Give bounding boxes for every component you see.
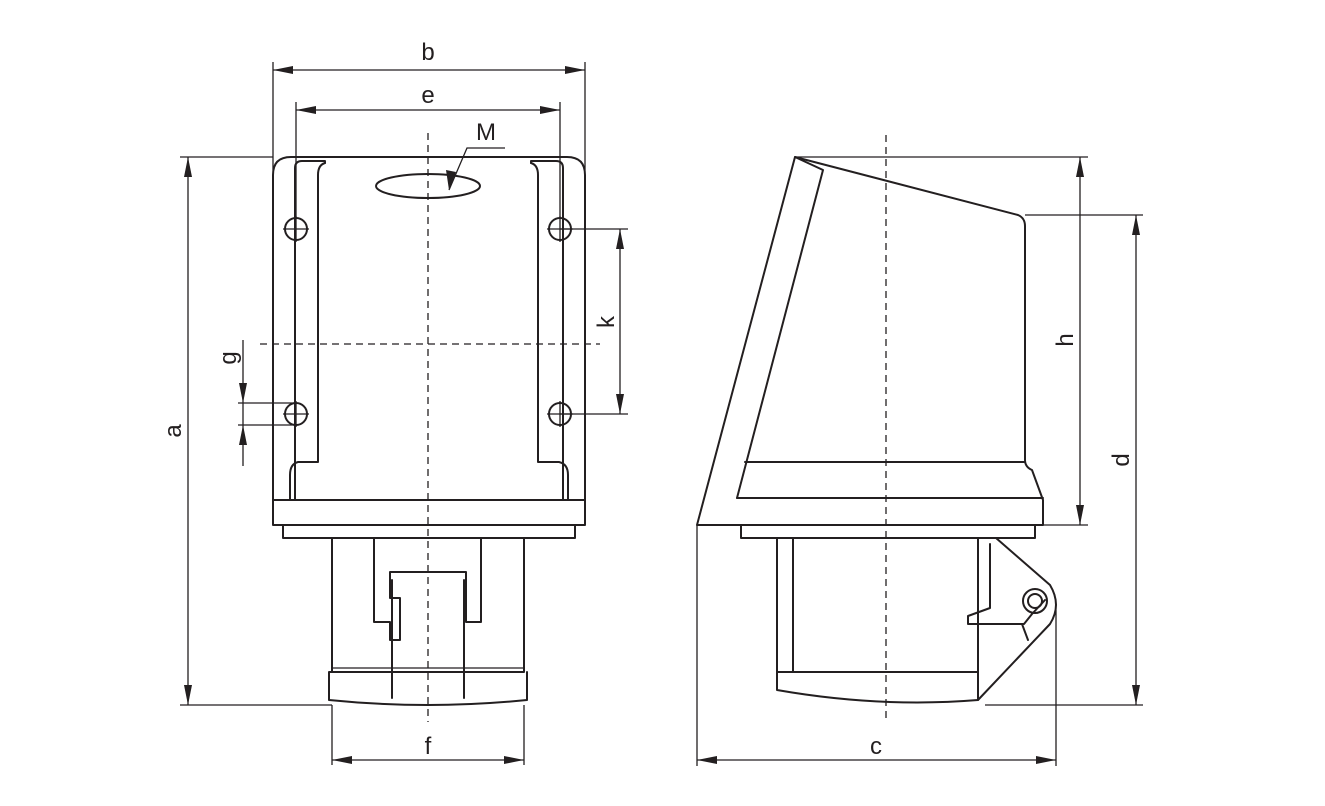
front-left-flange xyxy=(294,160,326,501)
side-hinge-outer xyxy=(1022,588,1048,614)
side-rim xyxy=(740,524,1036,539)
front-bottom-rim xyxy=(272,499,586,539)
side-lid-inner xyxy=(967,543,1046,625)
side-inner-bottom xyxy=(736,461,1044,499)
side-view xyxy=(696,135,1057,722)
label-a: a xyxy=(160,424,187,438)
label-c: c xyxy=(870,733,882,760)
label-f: f xyxy=(425,733,432,760)
front-socket-body xyxy=(331,537,525,673)
front-lid-inner xyxy=(391,579,465,699)
label-g: g xyxy=(215,351,242,364)
label-d: d xyxy=(1108,453,1135,466)
front-right-flange xyxy=(530,160,564,501)
label-b: b xyxy=(421,39,434,66)
label-M: M xyxy=(476,119,496,146)
front-lid xyxy=(373,537,482,641)
label-k: k xyxy=(593,315,620,328)
label-h: h xyxy=(1052,333,1079,346)
front-right-flange-inner xyxy=(530,162,569,501)
side-lid-tab xyxy=(1021,623,1029,641)
dimension-labels: b e M f c a g k h d xyxy=(160,39,1135,760)
side-lid-body xyxy=(977,537,1057,701)
front-socket-base xyxy=(328,671,528,706)
front-view xyxy=(260,133,600,722)
side-inner-slope xyxy=(736,156,824,499)
side-outline xyxy=(696,156,1044,526)
dimension-lines xyxy=(180,62,1143,766)
front-plate-outline xyxy=(272,156,586,526)
front-left-flange-inner xyxy=(289,162,326,501)
side-hinge-inner xyxy=(1027,593,1043,609)
label-e: e xyxy=(421,82,434,109)
side-socket-body xyxy=(776,537,979,704)
